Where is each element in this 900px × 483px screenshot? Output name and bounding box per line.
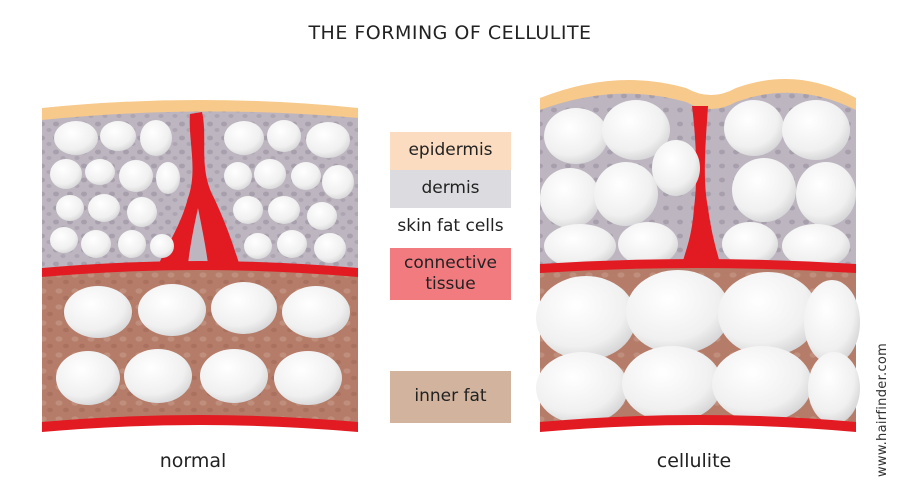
cellulite-skin-illustration <box>536 79 860 432</box>
caption-normal: normal <box>159 450 227 472</box>
connective-strand <box>682 106 720 264</box>
watermark: www.hairfinder.com <box>875 342 890 477</box>
connective-layer <box>42 261 358 278</box>
connective-strand <box>158 112 240 266</box>
legend-skin-fat-cells: skin fat cells <box>390 208 511 246</box>
legend-inner-fat: inner fat <box>390 371 511 423</box>
legend-dermis: dermis <box>390 170 511 208</box>
legend-connective-tissue: connective tissue <box>390 248 511 300</box>
diagram-title: THE FORMING OF CELLULITE <box>308 22 592 44</box>
legend-label: epidermis <box>408 140 493 161</box>
epidermis-layer <box>42 100 358 120</box>
legend-label: dermis <box>421 178 480 199</box>
legend-epidermis: epidermis <box>390 132 511 170</box>
normal-skin-illustration <box>42 100 358 432</box>
caption-cellulite: cellulite <box>656 450 732 472</box>
legend-label: connective tissue <box>403 252 497 294</box>
bottom-connective <box>42 415 358 432</box>
epidermis-layer <box>540 79 856 110</box>
legend-label: skin fat cells <box>397 216 504 237</box>
legend-label: inner fat <box>414 386 487 407</box>
bottom-connective <box>540 415 856 432</box>
